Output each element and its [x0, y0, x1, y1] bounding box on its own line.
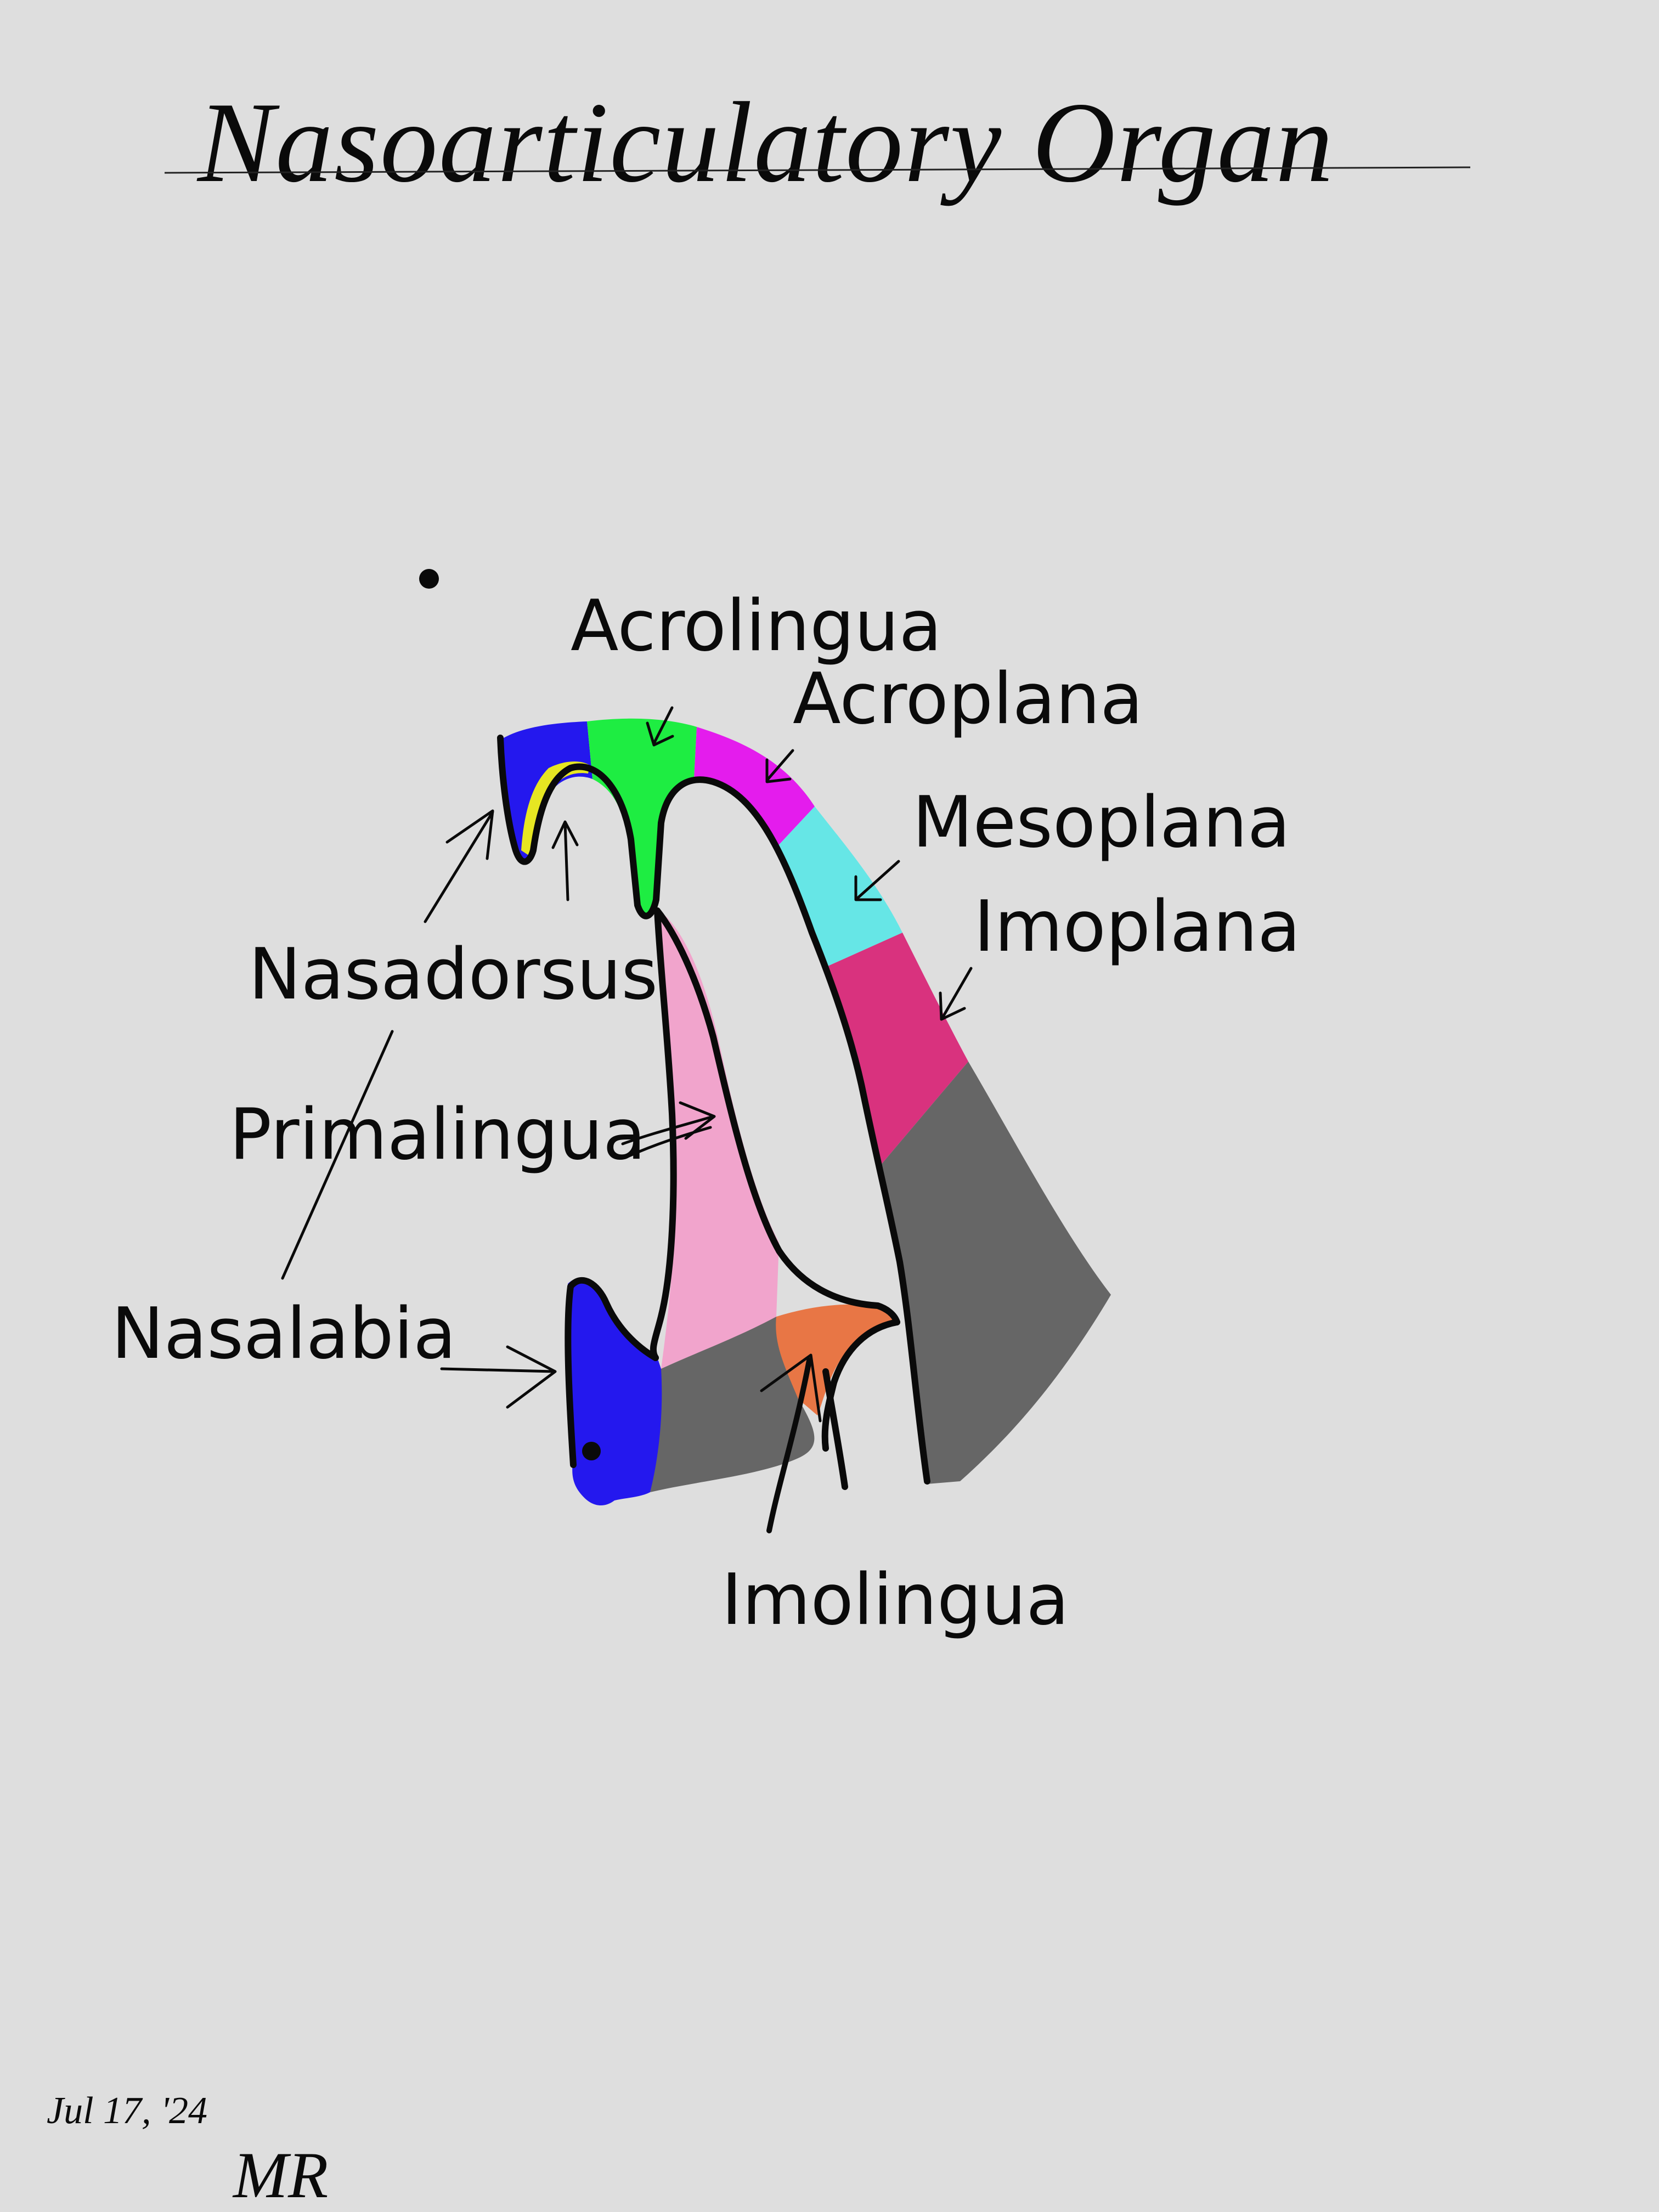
imoplana-region: [823, 933, 968, 1169]
page-title: Nasoarticulatory Organ: [196, 79, 1334, 206]
arrow-imoplana: [939, 967, 973, 1021]
lower-lingua-region: [650, 1317, 815, 1492]
label-imoplana: Imoplana: [974, 886, 1301, 968]
label-acroplana: Acroplana: [793, 658, 1143, 740]
signature: MR: [232, 2138, 328, 2211]
label-primalingua: Primalingua: [229, 1094, 646, 1176]
nasalabia-dot: [582, 1442, 601, 1460]
arrow-mesoplana: [854, 860, 900, 901]
nasadorsus-inner-region: [521, 761, 590, 856]
acroplana-region: [694, 727, 815, 848]
nasalabia-outline: [565, 1277, 659, 1468]
nasalabia-region: [568, 1278, 662, 1506]
primalingua-region: [656, 908, 779, 1369]
imolingua-stem-outline: [822, 1368, 848, 1490]
label-nasalabia: Nasalabia: [111, 1293, 456, 1375]
arrow-acroplana: [765, 749, 794, 783]
arrow-nasadorsus-left: [424, 809, 494, 923]
arrow-nasalabia: [440, 1345, 557, 1409]
lower-plana-region: [878, 1062, 1111, 1484]
date-text: Jul 17, '24: [47, 2090, 207, 2132]
arrow-nasadorsus-inner: [551, 820, 579, 901]
arrow-imolingua-head: [760, 1353, 822, 1423]
label-mesoplana: Mesoplana: [912, 782, 1290, 864]
label-imolingua: Imolingua: [721, 1559, 1069, 1641]
imolingua-outline: [821, 1319, 900, 1452]
arrow-imolingua-shaft: [766, 1358, 812, 1533]
label-acrolingua: Acrolingua: [571, 585, 942, 667]
label-nasadorsus: Nasadorsus: [249, 934, 658, 1015]
stray-dot: [419, 569, 439, 589]
primalingua-outline: [654, 907, 900, 1325]
leader-nasalabia: [281, 1030, 394, 1280]
mesoplana-region: [776, 806, 902, 968]
arrow-primalingua: [621, 1101, 716, 1159]
primalingua-left-outline: [650, 907, 677, 1361]
title-underline: [164, 166, 1471, 174]
upper-arch-outline: [497, 735, 930, 1485]
acrolingua-region: [587, 718, 697, 916]
arrow-acrolingua: [646, 706, 674, 747]
